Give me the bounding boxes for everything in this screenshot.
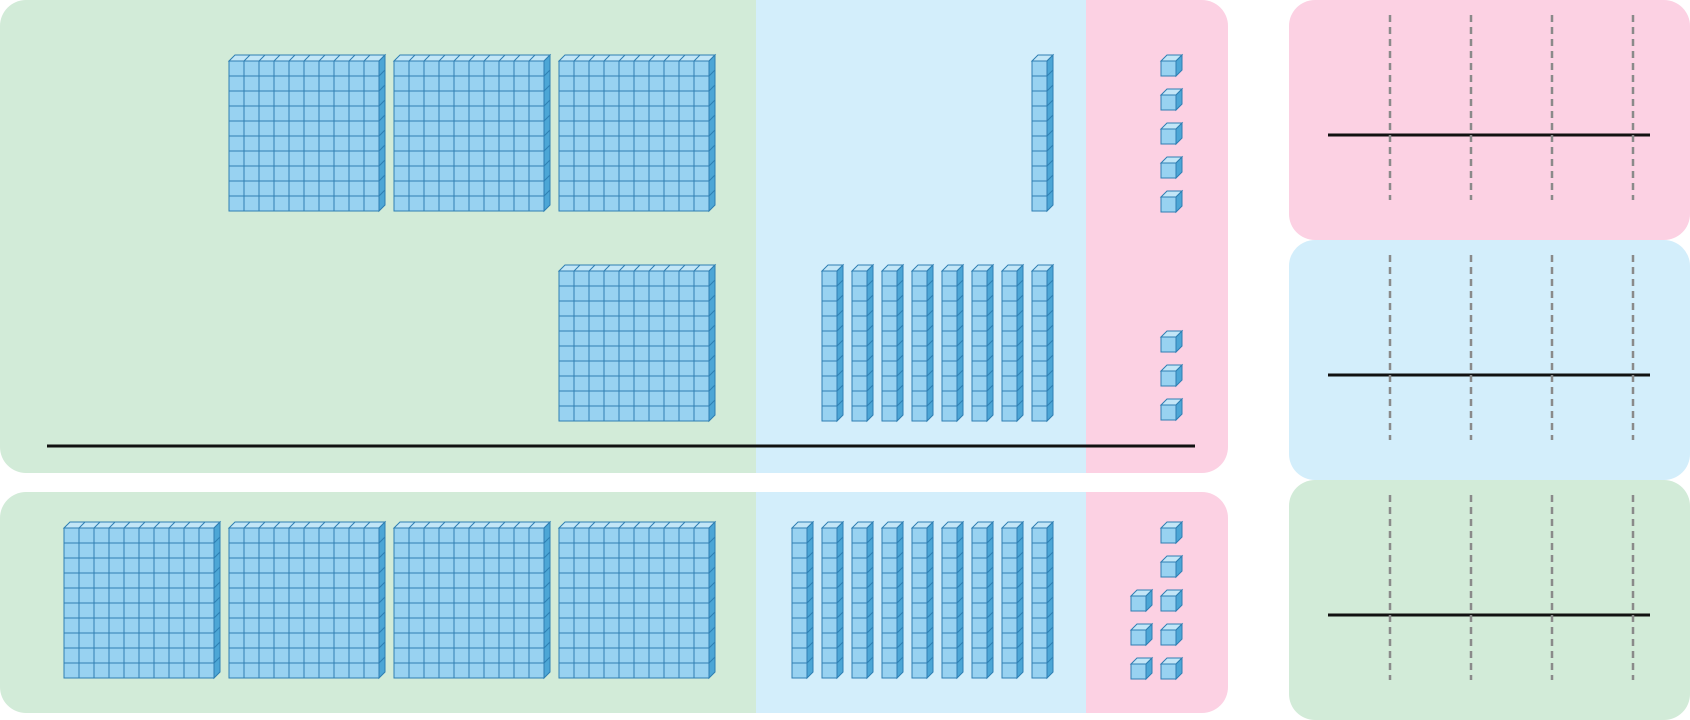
sum-hundred-flat xyxy=(62,520,222,680)
sum-one-cube xyxy=(1159,520,1184,545)
blocks-layer xyxy=(62,53,1184,681)
sum-ten-rod xyxy=(970,520,995,680)
sum-ten-rod xyxy=(1030,520,1055,680)
addend2-one-cube xyxy=(1159,329,1184,354)
addend2-ten-rod xyxy=(880,263,905,423)
addend2-ten-rod xyxy=(970,263,995,423)
addend1-one-cube xyxy=(1159,53,1184,78)
addend1-one-cube xyxy=(1159,155,1184,180)
sum-ten-rod xyxy=(820,520,845,680)
sum-one-cube xyxy=(1159,656,1184,681)
sum-one-cube xyxy=(1129,588,1154,613)
sum-one-cube xyxy=(1159,622,1184,647)
ones-column-bottom xyxy=(1086,492,1228,713)
addend1-hundred-flat xyxy=(392,53,552,213)
sum-ten-rod xyxy=(1000,520,1025,680)
addend1-hundred-flat xyxy=(557,53,717,213)
place-value-chart xyxy=(1289,0,1690,720)
chart-row-bottom xyxy=(1289,480,1690,720)
chart-row-top xyxy=(1289,0,1690,256)
addend2-ten-rod xyxy=(910,263,935,423)
sum-ten-rod xyxy=(940,520,965,680)
addend2-one-cube xyxy=(1159,397,1184,422)
addend1-one-cube xyxy=(1159,121,1184,146)
chart-dashed-dividers xyxy=(1388,15,1635,680)
addend2-hundred-flat xyxy=(557,263,717,423)
sum-hundred-flat xyxy=(227,520,387,680)
sum-hundred-flat xyxy=(557,520,717,680)
ones-column-top xyxy=(1086,0,1228,473)
addend1-one-cube xyxy=(1159,87,1184,112)
sum-one-cube xyxy=(1129,656,1154,681)
addend2-ten-rod xyxy=(1000,263,1025,423)
sum-ten-rod xyxy=(850,520,875,680)
sum-ten-rod xyxy=(790,520,815,680)
addend2-ten-rod xyxy=(850,263,875,423)
addend2-ten-rod xyxy=(940,263,965,423)
sum-ten-rod xyxy=(880,520,905,680)
sum-one-cube xyxy=(1159,554,1184,579)
addend1-one-cube xyxy=(1159,189,1184,214)
addend1-hundred-flat xyxy=(227,53,387,213)
sum-one-cube xyxy=(1159,588,1184,613)
chart-row-middle xyxy=(1289,240,1690,496)
sum-ten-rod xyxy=(910,520,935,680)
addend2-ten-rod xyxy=(820,263,845,423)
addend1-ten-rod xyxy=(1030,53,1055,213)
sum-hundred-flat xyxy=(392,520,552,680)
addend2-ten-rod xyxy=(1030,263,1055,423)
addend2-one-cube xyxy=(1159,363,1184,388)
sum-one-cube xyxy=(1129,622,1154,647)
